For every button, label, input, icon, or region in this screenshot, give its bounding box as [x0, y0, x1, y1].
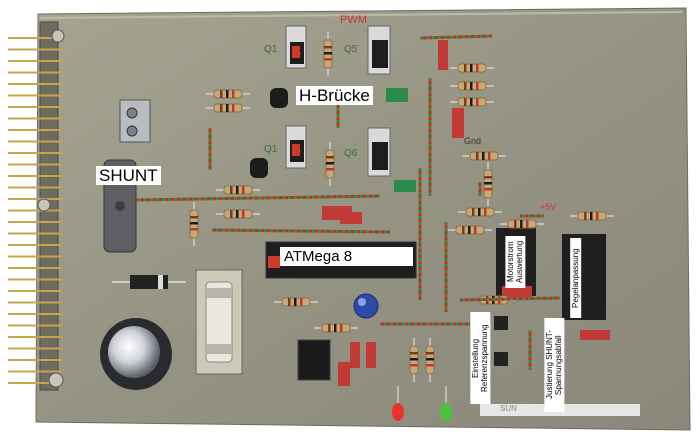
resistor — [462, 151, 506, 161]
red-capacitors — [322, 40, 610, 386]
resistor — [450, 81, 494, 91]
resistor — [206, 89, 250, 99]
annotation-q1-bottom: Q1 — [264, 144, 278, 155]
label-level-adjust: Pegelanpassung — [570, 238, 582, 318]
edge-connector — [8, 21, 65, 391]
electrolytic-capacitor — [100, 318, 172, 390]
led-red — [392, 386, 404, 421]
diode — [112, 275, 186, 289]
jumper-wires — [208, 34, 561, 388]
small-transistor — [250, 88, 288, 178]
annotation-sun: SUN — [500, 404, 517, 413]
resistor — [483, 162, 493, 206]
resistor — [216, 185, 260, 195]
resistor — [323, 32, 333, 76]
resistor — [458, 207, 502, 217]
annotation-q6: Q6 — [344, 148, 358, 159]
resistor — [216, 209, 260, 219]
header-connectors — [386, 88, 416, 192]
annotation-p-bottom: P — [295, 148, 302, 158]
resistor — [325, 142, 335, 186]
resistor — [425, 338, 435, 382]
resistor — [450, 63, 494, 73]
label-motor-current: Motorstrom Auswertung — [505, 236, 526, 288]
resistor — [206, 103, 250, 113]
trim-potentiometers — [494, 316, 508, 366]
mosfet-q1-bottom — [285, 125, 307, 169]
resistor — [500, 219, 544, 229]
annotation-n-top: N — [380, 46, 387, 56]
annotation-pwm: PWM — [340, 14, 367, 26]
annotation-5v: +5V — [540, 202, 557, 212]
terminal-block — [119, 99, 151, 143]
label-atmega: ATMega 8 — [280, 247, 413, 266]
fuse-holder — [195, 269, 243, 375]
mosfet-q6 — [367, 127, 391, 177]
tantalum-capacitor — [353, 293, 379, 319]
mosfet-q5 — [367, 25, 391, 75]
led-green — [440, 386, 452, 421]
annotation-q5: Q5 — [344, 44, 358, 55]
label-shunt: SHUNT — [96, 166, 161, 185]
resistor — [448, 225, 492, 235]
label-shunt-adjust: Justierung SHUNT- Spannungsabfall — [544, 318, 565, 412]
resistors — [189, 32, 614, 382]
ic-level-adjust — [562, 234, 606, 320]
resistor — [314, 323, 358, 333]
label-h-bridge: H-Brücke — [296, 86, 373, 105]
label-ref-voltage: Einstellung Referenzspannung — [470, 312, 491, 404]
resistor — [570, 211, 614, 221]
annotation-q1-top: Q1 — [264, 44, 278, 55]
voltage-regulator — [297, 339, 331, 381]
resistor — [409, 338, 419, 382]
mosfet-q1-top — [285, 25, 307, 69]
resistor — [450, 97, 494, 107]
annotation-n-bottom: N — [380, 150, 387, 160]
resistor — [274, 297, 318, 307]
annotation-gnd: Gnd — [464, 136, 482, 146]
resistor — [189, 202, 199, 246]
annotation-p-top: P — [295, 50, 302, 60]
